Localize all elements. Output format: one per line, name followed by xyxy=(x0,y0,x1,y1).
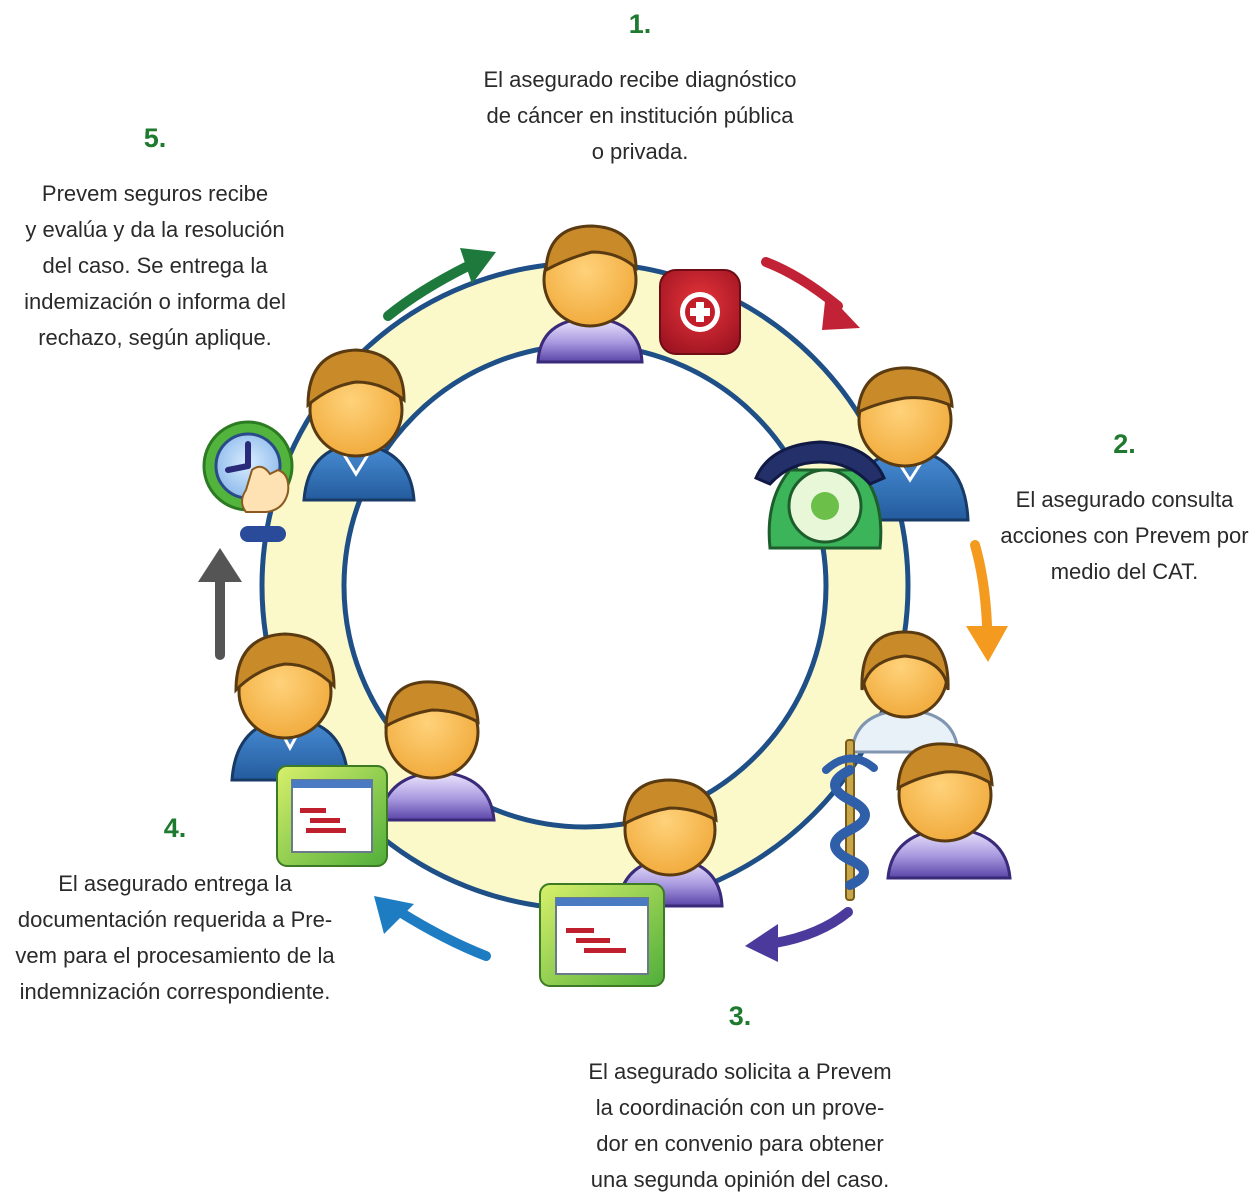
person-upper-left xyxy=(302,348,416,502)
step-5-text: Prevem seguros recibe y evalúa y da la r… xyxy=(24,181,286,350)
step-3: 3. El asegurado solicita a Prevem la coo… xyxy=(540,1000,940,1198)
step-5-number: 5. xyxy=(143,123,167,153)
arrow-step1-to-2 xyxy=(761,257,860,330)
person-left-blue xyxy=(230,632,350,782)
step-2-text: El asegurado consulta acciones con Preve… xyxy=(1000,487,1249,584)
step-2-number: 2. xyxy=(1113,429,1136,459)
arrow-step4-to-5 xyxy=(374,896,491,961)
arrow-step2-to-3 xyxy=(966,540,1008,662)
person-left-purple xyxy=(378,680,496,822)
gantt-document-icon-left xyxy=(276,765,388,867)
step-4: 4. El asegurado entrega la documentación… xyxy=(0,812,350,1010)
step-2: 2. El asegurado consulta acciones con Pr… xyxy=(990,428,1259,590)
clock-hand-icon xyxy=(202,420,294,542)
step-1-text: El asegurado recibe diagnóstico de cánce… xyxy=(483,67,797,164)
step-5: 5. Prevem seguros recibe y evalúa y da l… xyxy=(0,122,310,356)
arrow-step3-to-4 xyxy=(745,907,853,962)
step-1-number: 1. xyxy=(628,9,652,39)
gantt-document-icon-bottom xyxy=(539,883,665,987)
step-4-text: El asegurado entrega la documentación re… xyxy=(15,871,335,1004)
arrow-step5-to-1 xyxy=(383,248,496,321)
step-3-text: El asegurado solicita a Prevem la coordi… xyxy=(588,1059,892,1192)
arrow-step4-up xyxy=(198,548,242,660)
medical-cross-icon xyxy=(659,269,741,355)
person-top xyxy=(536,224,644,364)
person-doctor xyxy=(850,630,960,754)
step-4-number: 4. xyxy=(163,813,187,843)
step-1: 1. El asegurado recibe diagnóstico de cá… xyxy=(420,8,860,170)
step-3-number: 3. xyxy=(728,1001,752,1031)
person-bottom-right xyxy=(886,742,1012,880)
rotary-phone-icon xyxy=(754,440,886,550)
caduceus-icon xyxy=(822,739,878,901)
